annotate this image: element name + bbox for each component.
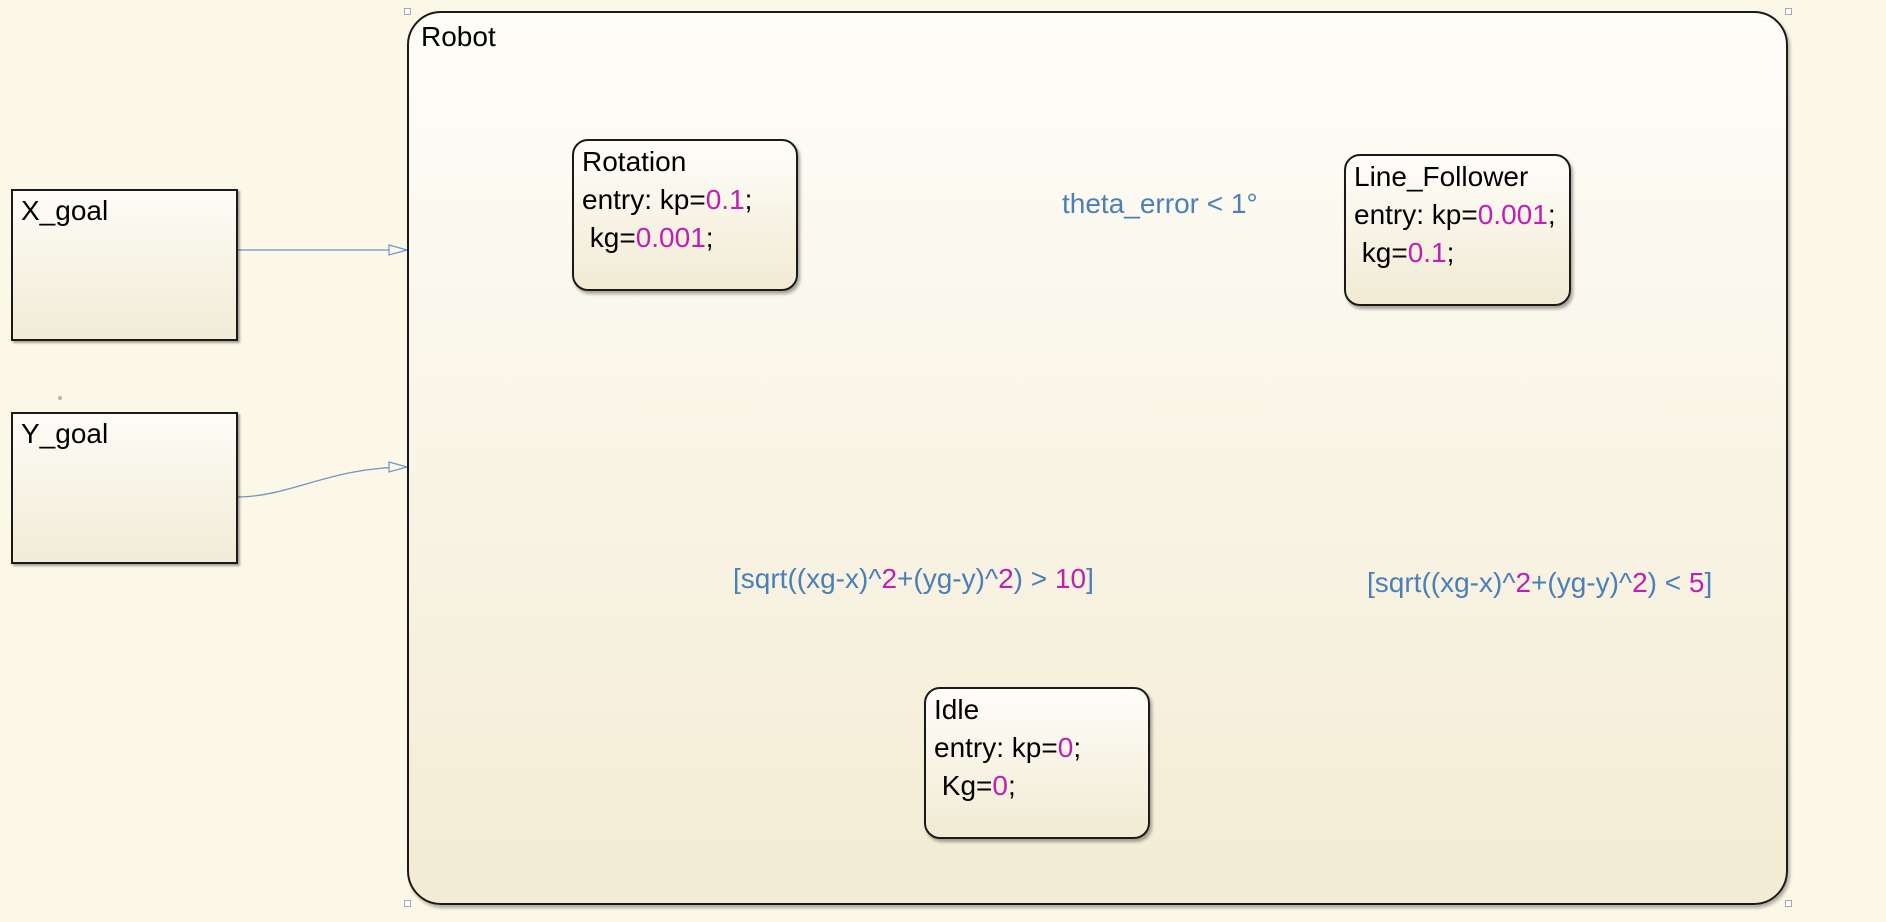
state-idle-name: Idle xyxy=(934,694,980,725)
state-rotation-entry: entry: kp=0.1; xyxy=(582,184,753,215)
state-idle-entry: entry: kp=0; xyxy=(934,732,1082,763)
x-goal-block[interactable]: X_goal xyxy=(11,189,238,341)
state-rotation-kg: kg=0.001; xyxy=(582,222,714,253)
state-idle-kg: Kg=0; xyxy=(934,770,1016,801)
y-goal-wire[interactable] xyxy=(236,467,407,498)
state-rotation[interactable]: Rotation entry: kp=0.1; kg=0.001; xyxy=(572,139,798,291)
state-line-follower-entry: entry: kp=0.001; xyxy=(1354,199,1556,230)
state-rotation-name: Rotation xyxy=(582,146,687,177)
transition-label-line-follower-to-idle[interactable]: [sqrt((xg-x)^2+(yg-y)^2) < 5] xyxy=(1367,567,1713,598)
x-goal-label: X_goal xyxy=(21,195,109,226)
transition-label-rotation-to-line-follower[interactable]: theta_error < 1° xyxy=(1062,188,1258,219)
selection-handle[interactable] xyxy=(404,8,411,15)
y-goal-label: Y_goal xyxy=(21,418,109,449)
state-line-follower-name: Line_Follower xyxy=(1354,161,1529,192)
state-line-follower-kg: kg=0.1; xyxy=(1354,237,1455,268)
transition-label-idle-to-rotation[interactable]: [sqrt((xg-x)^2+(yg-y)^2) > 10] xyxy=(733,563,1094,594)
stray-mark xyxy=(58,396,62,400)
selection-handle[interactable] xyxy=(1785,8,1792,15)
y-goal-block[interactable]: Y_goal xyxy=(11,412,238,564)
selection-handle[interactable] xyxy=(404,900,411,907)
selection-handle[interactable] xyxy=(1785,900,1792,907)
state-line-follower[interactable]: Line_Follower entry: kp=0.001; kg=0.1; xyxy=(1344,154,1571,306)
robot-chart-title: Robot xyxy=(421,21,496,52)
state-idle[interactable]: Idle entry: kp=0; Kg=0; xyxy=(924,687,1150,839)
